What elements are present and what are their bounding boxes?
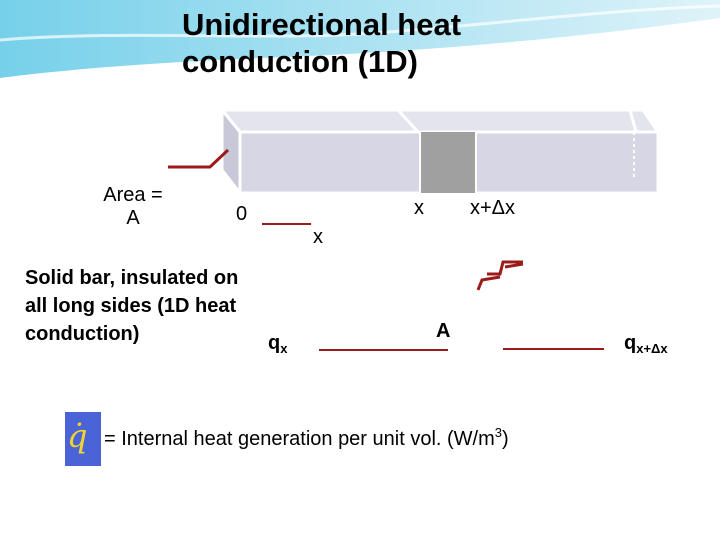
slide-title: Unidirectional heat conduction (1D) <box>182 6 461 80</box>
area-label: Area = A <box>98 184 168 230</box>
bar-description-line2: all long sides (1D heat <box>25 295 237 317</box>
origin-label: 0 <box>236 203 248 225</box>
area-label-line1: Area = <box>103 184 163 206</box>
heat-generation-definition: = Internal heat generation per unit vol.… <box>104 425 509 450</box>
x-position-label: x <box>414 197 424 219</box>
q-in-label: qx <box>268 332 288 356</box>
x-plus-dx-label: x+Δx <box>470 197 516 219</box>
title-line-1: Unidirectional heat <box>182 7 462 42</box>
bar-description-line1: Solid bar, insulated on <box>25 267 239 289</box>
slice-area-pointer <box>476 260 524 291</box>
area-label-line2: A <box>126 207 140 229</box>
heat-generation-symbol: q̇ <box>67 417 88 455</box>
bar-description-line3: conduction) <box>25 323 140 345</box>
control-volume-slice <box>420 132 476 193</box>
bar-top-face <box>218 108 661 134</box>
element-block <box>450 308 480 388</box>
header-swoosh <box>0 0 720 78</box>
title-line-2: conduction (1D) <box>182 44 418 79</box>
slice-area-label: A <box>436 320 451 342</box>
x-axis-label: x <box>313 226 323 248</box>
heat-generation-icon: q̇ <box>65 412 101 466</box>
q-out-label: qx+Δx <box>624 332 668 356</box>
bar-left-face <box>220 105 242 198</box>
area-pointer <box>168 148 230 169</box>
bar-description: Solid bar, insulated on all long sides (… <box>25 264 238 348</box>
